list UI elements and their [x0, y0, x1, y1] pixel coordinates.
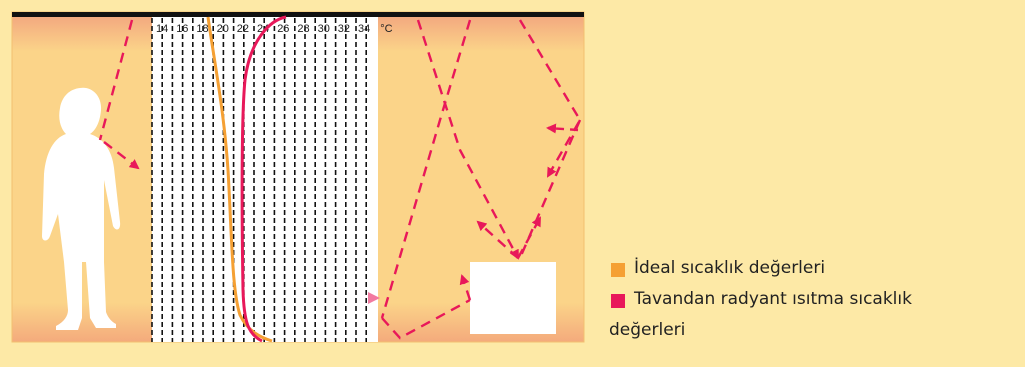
scale-tick-label: 30: [318, 23, 330, 35]
ray-box-reflect-left: [476, 220, 519, 259]
legend-label-ideal: İdeal sıcaklık değerleri: [634, 258, 826, 278]
person-silhouette-icon: [42, 87, 121, 330]
ray-wall-short: [546, 123, 579, 134]
scale-tick-label: 16: [176, 23, 188, 35]
scale-tick-label: 28: [297, 23, 309, 35]
scale-tick-label: 20: [217, 23, 229, 35]
ray-wall-reflect: [518, 19, 582, 178]
scale-tick-label: 26: [277, 23, 289, 35]
legend-label-radiant: Tavandan radyant ısıtma sıcaklık: [634, 289, 912, 309]
scale-tick-label: 18: [196, 23, 208, 35]
radiation-rays: [98, 19, 582, 340]
legend-label-radiant-cont: değerleri: [609, 320, 686, 340]
legend-swatch-radiant: [611, 294, 625, 308]
ray-floor-reflect: [381, 298, 471, 340]
ray-to-person: [98, 19, 134, 141]
floor-arrowhead: [368, 292, 380, 304]
ray-to-floor: [380, 19, 472, 319]
ray-box-reflect-right: [516, 216, 542, 259]
scale-tick-label: 14: [156, 23, 168, 35]
scale-gridlines: [151, 18, 368, 342]
scale-tick-label: 24: [257, 23, 269, 35]
ray-to-box-left: [416, 19, 520, 260]
scale-tick-labels: 14 16 18 20 22 24 26 28 30 32 34 °C: [156, 23, 393, 35]
scale-tick-label: 34: [358, 23, 370, 35]
scale-tick-label: 22: [237, 23, 249, 35]
legend-swatch-ideal: [611, 263, 625, 277]
ray-box-side: [459, 274, 472, 301]
box-object: [470, 262, 556, 334]
ray-person-reflect: [103, 141, 140, 170]
ceiling-bar: [12, 12, 584, 17]
scale-unit-label: °C: [380, 23, 392, 35]
scale-tick-label: 32: [338, 23, 350, 35]
radiant-heating-curve: [240, 15, 287, 343]
